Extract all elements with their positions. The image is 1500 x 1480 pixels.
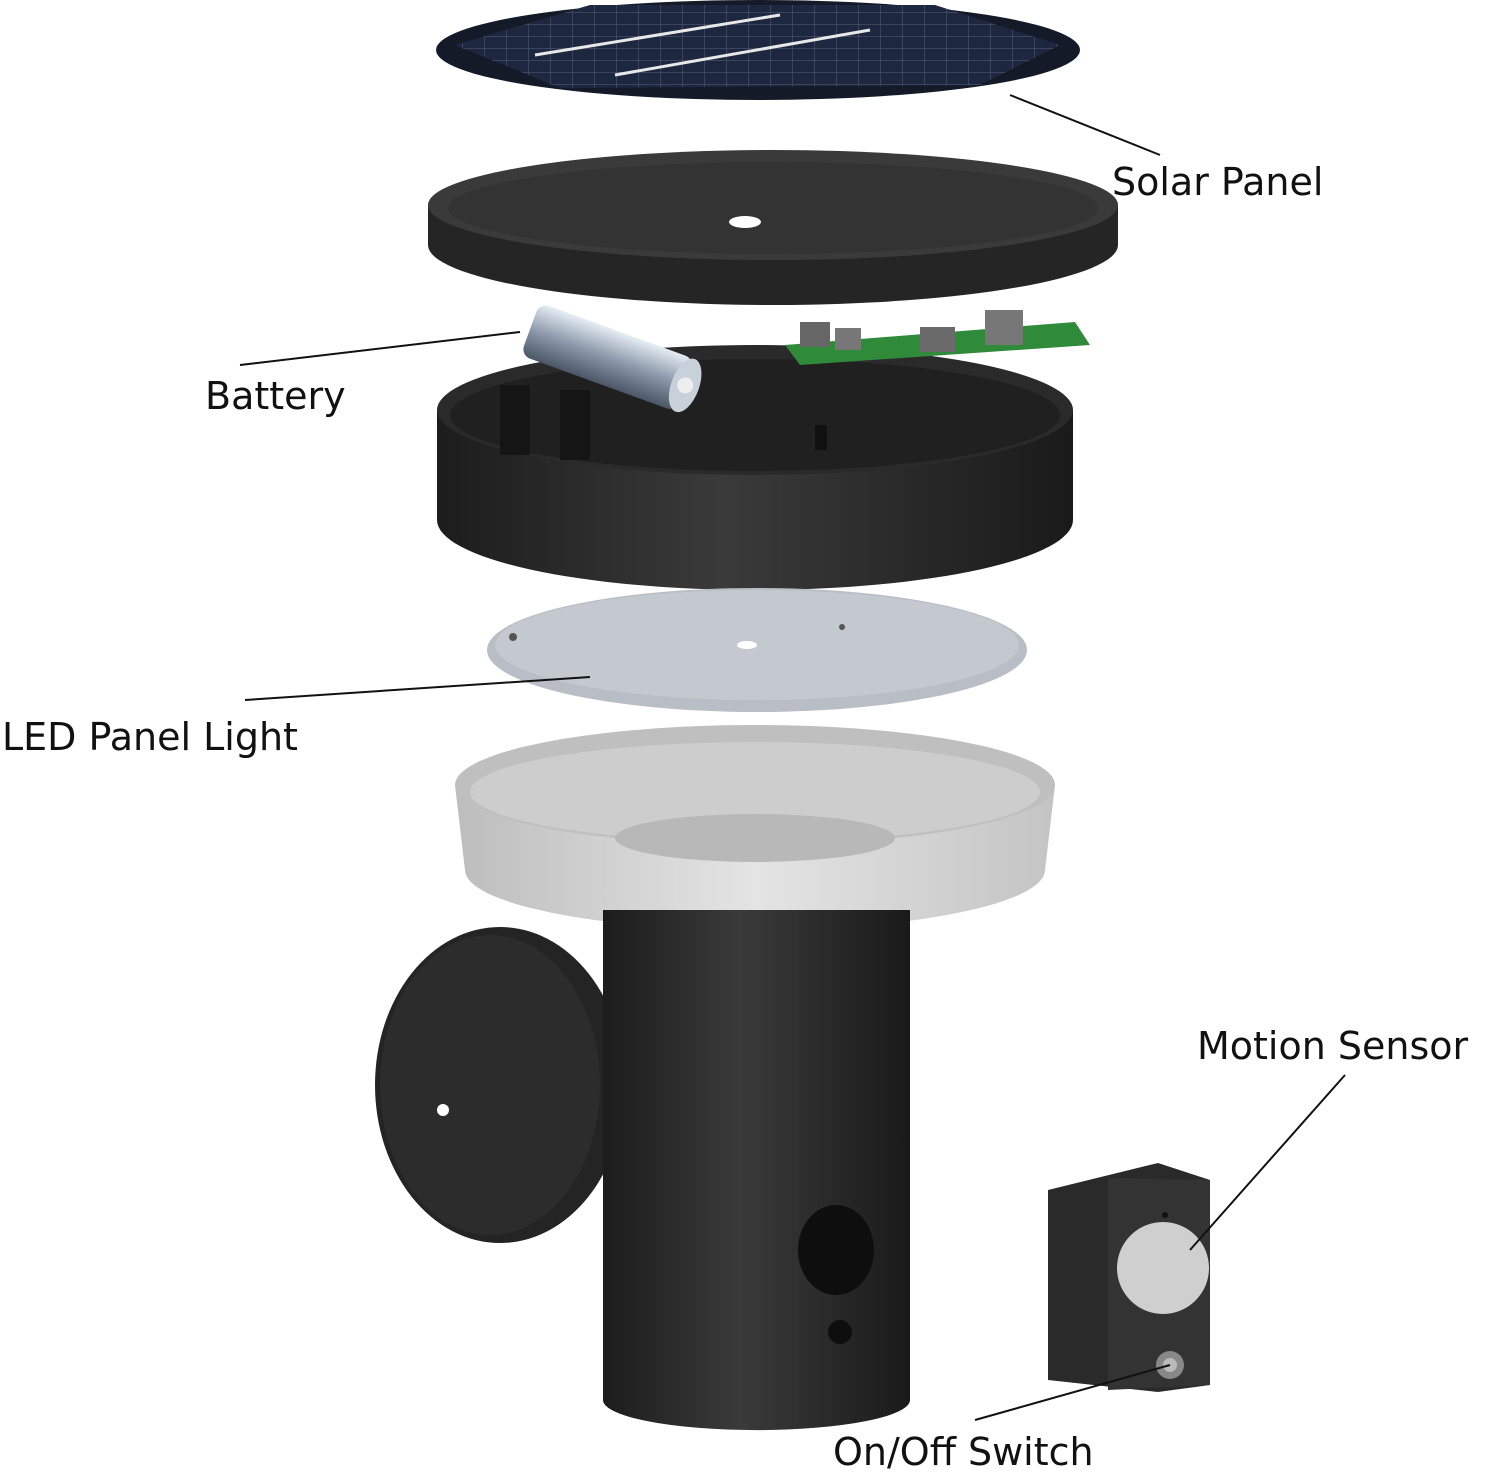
motion-sensor-module [1048,1163,1210,1392]
battery [523,305,702,413]
wall-mount [375,927,625,1243]
leader-lines [239,94,1346,1421]
led-panel [487,588,1027,712]
label-battery: Battery [205,374,346,418]
solar-panel [436,0,1080,100]
label-solar-panel: Solar Panel [1112,160,1324,204]
label-led-panel-light: LED Panel Light [2,715,298,759]
leader-solar-panel [1009,94,1161,156]
leader-battery [239,331,521,366]
label-motion-sensor: Motion Sensor [1197,1024,1469,1068]
circuit-board [785,310,1090,365]
reflector [455,725,1055,930]
battery-housing [437,345,1073,590]
top-cover [428,150,1118,305]
label-on-off-switch: On/Off Switch [833,1430,1094,1474]
leader-switch [974,1364,1171,1421]
leader-led-panel [244,676,591,701]
pole [603,910,910,1431]
leader-motion-sensor [1189,1074,1346,1251]
